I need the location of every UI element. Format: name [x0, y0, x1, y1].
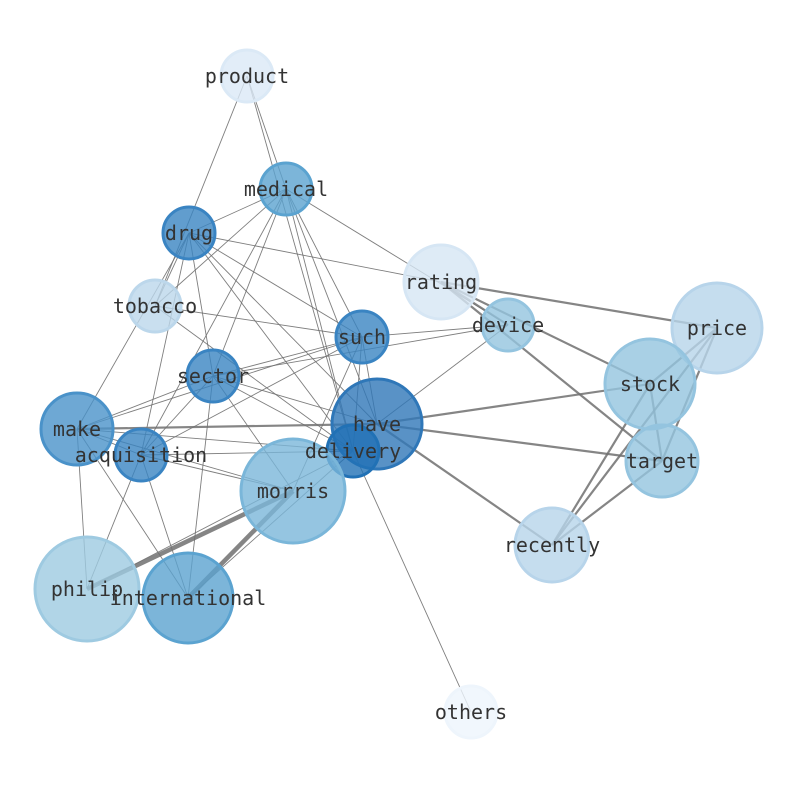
node-price[interactable]: [670, 281, 764, 375]
edge-tobacco-such: [154, 305, 363, 338]
edge-drug-make: [76, 232, 190, 430]
node-label-stock: stock: [620, 372, 680, 396]
edge-product-delivery: [246, 75, 354, 452]
node-others[interactable]: [443, 684, 499, 740]
node-label-rating: rating: [405, 270, 477, 294]
node-label-sector: sector: [177, 364, 249, 388]
node-recently[interactable]: [513, 506, 591, 584]
node-label-international: international: [110, 586, 267, 610]
node-device[interactable]: [480, 297, 536, 353]
node-rating[interactable]: [402, 243, 480, 321]
edge-product-tobacco: [154, 75, 248, 307]
edge-medical-tobacco: [154, 188, 287, 307]
labels-layer: product medical drug tobacco rating device pri…: [51, 64, 747, 724]
node-tobacco[interactable]: [127, 278, 183, 334]
node-label-have: have: [353, 412, 401, 436]
edge-medical-sector: [212, 188, 287, 377]
node-label-device: device: [472, 313, 544, 337]
node-make[interactable]: [39, 391, 115, 467]
edge-delivery-others: [352, 450, 472, 713]
node-target[interactable]: [624, 423, 700, 499]
node-label-drug: drug: [165, 221, 213, 245]
edge-drug-acquisition: [140, 232, 190, 456]
node-sector[interactable]: [185, 348, 241, 404]
node-drug[interactable]: [161, 205, 217, 261]
node-medical[interactable]: [258, 161, 314, 217]
edge-drug-rating: [188, 232, 442, 283]
node-label-delivery: delivery: [305, 439, 401, 463]
edge-tobacco-delivery: [154, 305, 354, 452]
node-such[interactable]: [334, 309, 390, 365]
node-label-such: such: [338, 325, 386, 349]
node-label-tobacco: tobacco: [113, 294, 197, 318]
node-label-price: price: [687, 316, 747, 340]
edge-make-have: [76, 422, 378, 431]
node-product[interactable]: [219, 48, 275, 104]
edge-medical-such: [285, 188, 363, 338]
nodes-layer: [33, 48, 764, 740]
node-label-acquisition: acquisition: [75, 443, 207, 467]
edge-rating-price: [440, 280, 718, 330]
node-philip[interactable]: [33, 535, 141, 643]
edge-drug-delivery: [188, 232, 354, 452]
node-morris[interactable]: [239, 437, 347, 545]
node-label-medical: medical: [244, 177, 328, 201]
node-label-others: others: [435, 700, 507, 724]
node-label-recently: recently: [504, 533, 600, 557]
edge-rating-target: [440, 281, 663, 462]
edge-such-acquisition: [140, 336, 363, 456]
edge-medical-acquisition: [140, 188, 287, 456]
node-acquisition[interactable]: [113, 427, 169, 483]
node-label-product: product: [205, 64, 289, 88]
node-label-target: target: [626, 449, 698, 473]
node-label-make: make: [53, 417, 101, 441]
node-international[interactable]: [141, 551, 235, 645]
edge-have-target: [376, 422, 663, 463]
edge-drug-such: [188, 232, 363, 338]
node-label-philip: philip: [51, 577, 123, 601]
node-label-morris: morris: [257, 479, 329, 503]
